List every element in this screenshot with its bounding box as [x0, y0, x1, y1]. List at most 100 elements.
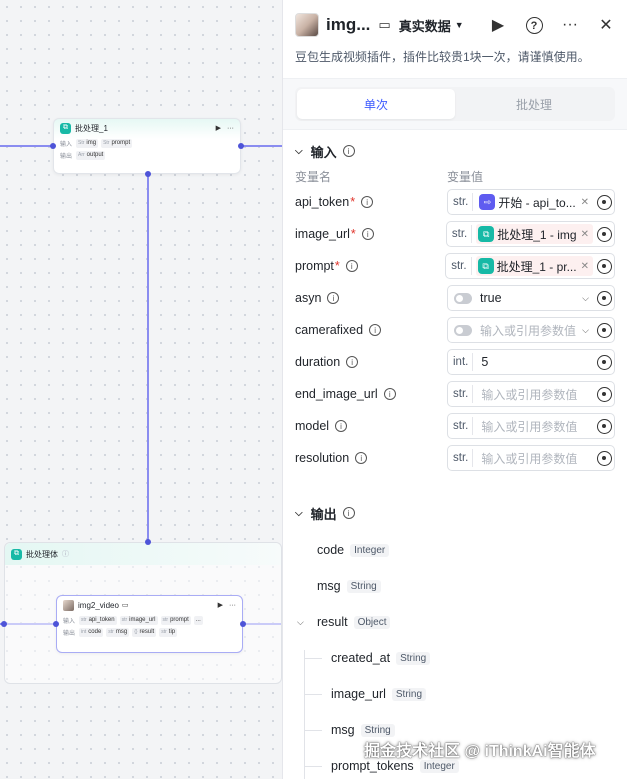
col-var-value: 变量值: [447, 169, 484, 184]
output-name: msg: [317, 579, 341, 593]
clear-icon[interactable]: ✕: [580, 196, 589, 208]
more-icon[interactable]: ···: [562, 16, 578, 33]
chevron-down-icon[interactable]: ⌵: [582, 292, 589, 303]
info-icon[interactable]: i: [361, 196, 374, 208]
info-icon[interactable]: i: [369, 324, 382, 336]
bool-value: true: [480, 291, 502, 305]
reference-target-icon[interactable]: [597, 258, 612, 274]
panel-header: img... ▭ 真实数据 ▼ ▶ ? ··· ✕: [283, 0, 627, 50]
reference-target-icon[interactable]: [597, 290, 612, 306]
inner-in-port[interactable]: [53, 621, 59, 627]
info-icon[interactable]: i: [335, 420, 348, 432]
batch-in-port[interactable]: [50, 143, 56, 149]
ref-chip[interactable]: ⧉批处理_1 - pr...✕: [475, 256, 593, 276]
info-icon[interactable]: i: [345, 260, 358, 272]
required-mark: *: [334, 259, 340, 273]
info-icon[interactable]: i: [383, 388, 396, 400]
toggle-switch[interactable]: [454, 324, 472, 336]
output-section-header[interactable]: ⌵ 输出 i: [283, 498, 627, 528]
help-button[interactable]: ?: [525, 16, 543, 35]
clear-icon[interactable]: ✕: [580, 260, 589, 272]
batch-icon: ⧉: [60, 122, 71, 134]
batch-bottom-port[interactable]: [145, 171, 151, 177]
inner-out-port[interactable]: [240, 621, 246, 627]
more-icon[interactable]: ···: [229, 601, 236, 609]
type-tag[interactable]: str.: [450, 449, 474, 467]
info-icon[interactable]: i: [342, 507, 355, 519]
ref-chip[interactable]: ⇨开始 - api_to...✕: [477, 192, 593, 212]
tree-branch: [304, 658, 322, 659]
close-icon[interactable]: ✕: [599, 17, 613, 34]
group-left-port[interactable]: [1, 621, 7, 627]
type-tag[interactable]: str.: [450, 193, 474, 211]
chevron-down-icon[interactable]: ⌵: [582, 324, 589, 335]
value-placeholder[interactable]: 输入或引用参数值: [481, 451, 578, 466]
chevron-down-icon[interactable]: ⌵: [295, 145, 303, 157]
group-top-port[interactable]: [145, 539, 151, 545]
var-value-box[interactable]: int. 5: [447, 349, 615, 375]
value-text[interactable]: 5: [481, 355, 489, 369]
type-tag[interactable]: int.: [450, 353, 474, 371]
info-icon[interactable]: i: [355, 452, 368, 464]
group-header: ⧉ 批处理体 ⓘ: [5, 543, 281, 565]
run-icon[interactable]: ▶: [491, 17, 505, 34]
reference-target-icon[interactable]: [597, 322, 612, 338]
reference-target-icon[interactable]: [597, 354, 612, 370]
more-icon[interactable]: ···: [227, 124, 234, 132]
type-tag[interactable]: str.: [449, 225, 473, 243]
output-type-badge: String: [360, 723, 395, 737]
data-mode-select[interactable]: 真实数据: [398, 18, 451, 34]
reference-target-icon[interactable]: [597, 194, 612, 210]
play-icon[interactable]: ▶: [215, 125, 221, 132]
plugin-icon: ▭: [378, 17, 391, 32]
info-icon[interactable]: i: [342, 145, 355, 157]
chevron-down-icon[interactable]: ⌵: [297, 616, 304, 627]
var-value-box[interactable]: str.⧉批处理_1 - img✕: [445, 221, 615, 247]
value-placeholder[interactable]: 输入或引用参数值: [481, 419, 578, 434]
var-value-box[interactable]: str. 输入或引用参数值: [447, 445, 615, 471]
toggle-switch[interactable]: [454, 292, 472, 304]
reference-target-icon[interactable]: [597, 386, 612, 402]
ref-chip[interactable]: ⧉批处理_1 - img✕: [476, 224, 593, 244]
ref-text: 开始 - api_to...: [498, 195, 576, 210]
tab-batch[interactable]: 批处理: [515, 97, 552, 112]
var-value-box[interactable]: true ⌵: [447, 285, 615, 311]
chevron-down-icon[interactable]: ⌵: [295, 507, 303, 519]
caret-down-icon[interactable]: ▼: [454, 20, 464, 30]
var-value-box[interactable]: 输入或引用参数值⌵: [447, 317, 615, 343]
info-icon[interactable]: i: [327, 292, 340, 304]
var-value-box[interactable]: str.⇨开始 - api_to...✕: [447, 189, 615, 215]
var-value-box[interactable]: str. 输入或引用参数值: [447, 413, 615, 439]
reference-target-icon[interactable]: [597, 226, 612, 242]
edge-into-batch: [0, 145, 54, 147]
chip-name: output: [86, 152, 104, 158]
tab-single[interactable]: 单次: [297, 89, 455, 119]
var-name-text: model: [295, 419, 330, 433]
watermark: 掘金技术社区 @ iThinkAi智能体: [364, 743, 596, 760]
clear-icon[interactable]: ✕: [580, 228, 589, 240]
type-tag[interactable]: str.: [450, 385, 474, 403]
reference-target-icon[interactable]: [597, 450, 612, 466]
type-tag[interactable]: str.: [448, 257, 472, 275]
play-icon[interactable]: ▶: [217, 602, 223, 609]
reference-target-icon[interactable]: [597, 418, 612, 434]
chip-name: api_token: [88, 617, 115, 623]
info-icon[interactable]: i: [361, 228, 374, 240]
var-value-box[interactable]: str.⧉批处理_1 - pr...✕: [445, 253, 615, 279]
input-section-header[interactable]: ⌵ 输入 i: [283, 136, 627, 166]
batch-out-port[interactable]: [238, 143, 244, 149]
type-tag[interactable]: str.: [450, 417, 474, 435]
var-value-box[interactable]: str. 输入或引用参数值: [447, 381, 615, 407]
tree-branch: [304, 730, 322, 731]
info-icon[interactable]: i: [346, 356, 359, 368]
type-tag: Arr: [78, 152, 85, 158]
value-placeholder[interactable]: 输入或引用参数值: [481, 387, 578, 402]
